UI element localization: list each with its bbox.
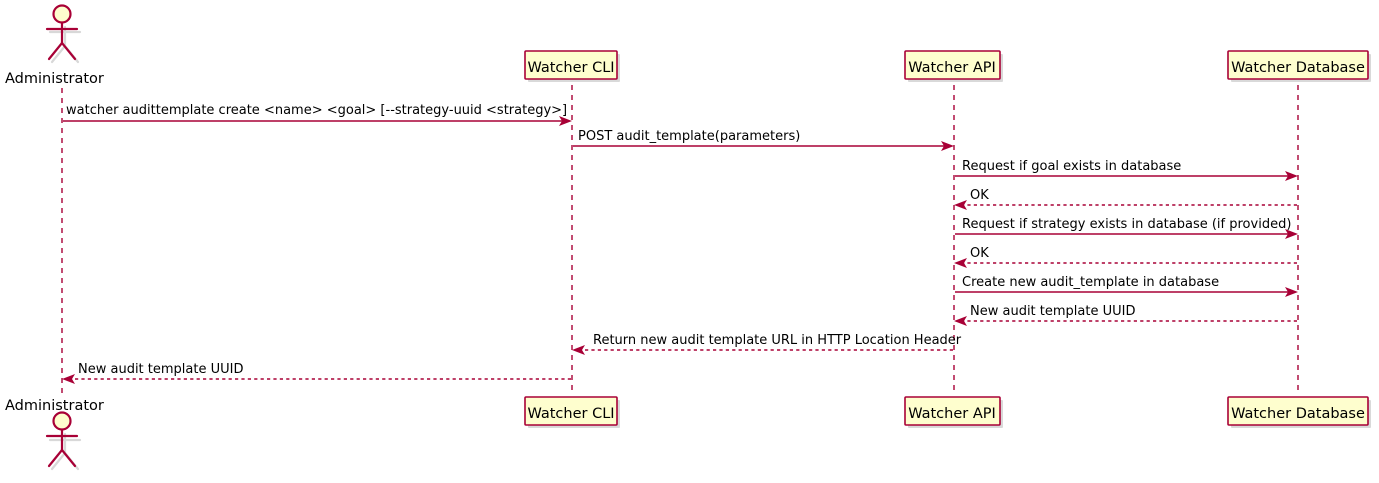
participant-watcher-api-bottom[interactable]: Watcher API [904,396,1003,428]
message-9-return-location-header[interactable]: Return new audit template URL in HTTP Lo… [572,333,962,355]
participant-label-watcher-cli-top: Watcher CLI [527,60,614,76]
lifelines-group [61,85,1299,397]
participant-label-watcher-database-top: Watcher Database [1231,60,1365,76]
participant-label-watcher-database-bottom: Watcher Database [1231,406,1365,422]
message-6-arrowhead [954,258,967,268]
message-2-label: POST audit_template(parameters) [578,129,800,144]
message-2-post-audit-template[interactable]: POST audit_template(parameters) [573,129,954,151]
message-1-label: watcher audittemplate create <name> <goa… [66,103,567,118]
participant-box-database-top [1227,50,1369,80]
participant-watcher-api-top[interactable]: Watcher API [904,50,1003,82]
participant-box-api-top [904,50,1001,80]
message-5-label: Request if strategy exists in database (… [962,217,1291,232]
message-5-arrowhead [1285,229,1298,239]
participant-label-watcher-cli-bottom: Watcher CLI [527,406,614,422]
message-7-label: Create new audit_template in database [962,275,1219,290]
message-4-arrowhead [954,200,967,210]
participant-label-watcher-api-bottom: Watcher API [908,406,996,422]
message-6-label: OK [970,246,989,261]
message-2-arrowhead [941,141,954,151]
message-3-label: Request if goal exists in database [962,159,1181,174]
message-10-new-audit-template-uuid-cli[interactable]: New audit template UUID [62,362,571,384]
message-8-arrowhead [954,316,967,326]
message-10-arrowhead [62,374,75,384]
actor-administrator-bottom[interactable]: Administrator [5,398,104,471]
message-4-label: OK [970,188,989,203]
actor-body-bottom [45,428,79,468]
message-10-label: New audit template UUID [78,362,243,377]
message-7-arrowhead [1285,287,1298,297]
participant-box-cli-top [524,50,618,80]
message-1-arrowhead [559,116,572,126]
participant-watcher-database-bottom[interactable]: Watcher Database [1227,396,1371,428]
participant-label-watcher-api-top: Watcher API [908,60,996,76]
actor-head-bottom [52,411,72,431]
message-9-label: Return new audit template URL in HTTP Lo… [593,333,962,348]
message-3-request-goal-exists[interactable]: Request if goal exists in database [955,159,1298,181]
participant-watcher-cli-top[interactable]: Watcher CLI [524,50,620,82]
actor-shadow-top [48,25,82,64]
actor-shadow-bottom [48,432,82,471]
participant-watcher-cli-bottom[interactable]: Watcher CLI [524,396,620,428]
message-9-arrowhead [572,345,585,355]
actor-head-top [52,4,72,24]
message-8-new-audit-template-uuid-db[interactable]: New audit template UUID [954,304,1297,326]
actor-label-administrator-top: Administrator [5,71,104,87]
message-5-request-strategy-exists[interactable]: Request if strategy exists in database (… [955,217,1298,239]
message-7-create-audit-template[interactable]: Create new audit_template in database [955,275,1298,297]
participant-box-cli-bottom [524,396,618,426]
participant-box-database-bottom [1227,396,1369,426]
message-1-audittemplate-create[interactable]: watcher audittemplate create <name> <goa… [63,103,572,126]
actor-label-administrator-bottom: Administrator [5,398,104,414]
message-4-ok-goal[interactable]: OK [954,188,1297,210]
participant-box-api-bottom [904,396,1001,426]
actor-body-top [45,21,79,61]
message-6-ok-strategy[interactable]: OK [954,246,1297,268]
participant-watcher-database-top[interactable]: Watcher Database [1227,50,1371,82]
message-8-label: New audit template UUID [970,304,1135,319]
actor-administrator-top[interactable]: Administrator [5,4,104,88]
message-3-arrowhead [1285,171,1298,181]
